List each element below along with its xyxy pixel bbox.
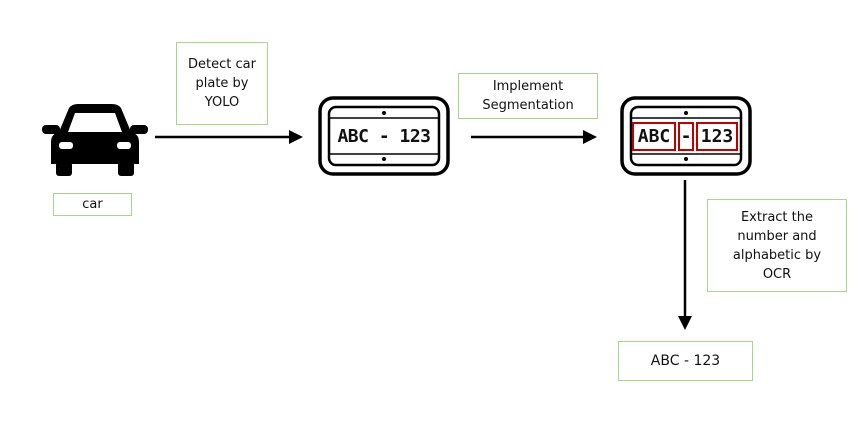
car-icon [42,104,148,176]
segment-box-dash [678,122,694,151]
license-plate-icon [318,96,450,176]
car-label: car [53,193,132,216]
arrow-car-to-plate [155,130,303,144]
detect-step-label: Detect car plate by YOLO [176,42,268,125]
arrow-segmented-to-result [678,180,692,330]
segment-text-123: 123 [700,126,734,147]
segment-text-abc: ABC [637,126,671,147]
segmented-plate-icon [620,96,752,176]
segmentation-step-label: Implement Segmentation [458,73,598,119]
segment-box-123 [696,122,738,151]
result-label: ABC - 123 [618,341,753,381]
arrow-plate-to-segmented [471,130,597,144]
segment-box-abc [632,122,676,151]
plate-text: ABC - 123 [337,126,431,147]
segment-text-dash: - [680,126,692,147]
ocr-step-label: Extract the number and alphabetic by OCR [707,199,847,292]
